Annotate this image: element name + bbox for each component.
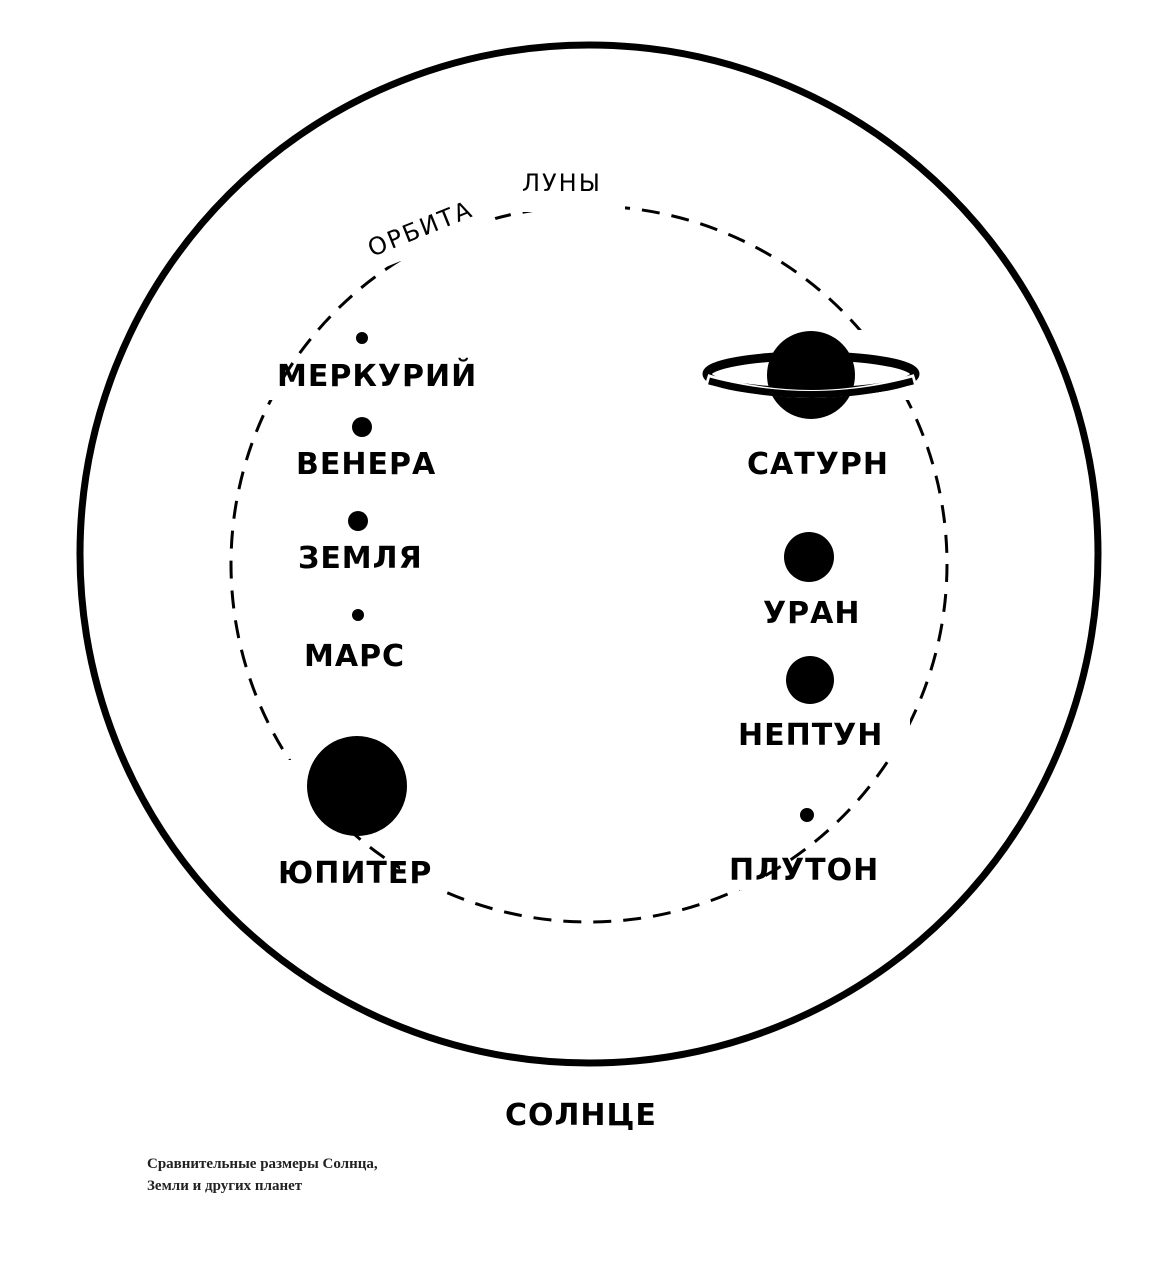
orbit-gap-luny [505, 190, 625, 212]
uranus-label: УРАН [763, 596, 860, 631]
uranus-disc [784, 532, 834, 582]
venus-label: ВЕНЕРА [296, 447, 436, 482]
mercury-label: МЕРКУРИЙ [277, 358, 477, 394]
orbit-gap-neptune [880, 700, 910, 760]
pluto-label: ПЛУТОН [729, 853, 879, 888]
earth-disc [348, 511, 368, 531]
mars-label: МАРС [304, 639, 405, 674]
venus-disc [352, 417, 372, 437]
orbit-gap-orbita [358, 166, 497, 270]
orbit-gap-jupiter-label [400, 848, 442, 893]
jupiter-disc [307, 736, 407, 836]
mars-disc [352, 609, 364, 621]
pluto-disc [800, 808, 814, 822]
neptune-label: НЕПТУН [738, 718, 883, 753]
saturn-label: САТУРН [747, 447, 889, 482]
neptune-disc [786, 656, 834, 704]
caption-line-1: Сравнительные размеры Солнца, [147, 1156, 378, 1172]
figure-caption: Сравнительные размеры Солнца, Земли и др… [147, 1153, 378, 1197]
caption-line-2: Земли и других планет [147, 1178, 303, 1194]
saturn-disc [702, 331, 920, 419]
sun-label: СОЛНЦЕ [505, 1098, 657, 1133]
jupiter-label: ЮПИТЕР [278, 856, 432, 891]
orbit-label-luny: ЛУНЫ [522, 169, 602, 197]
orbit-gap-pluto [700, 840, 760, 890]
sun-outline [76, 41, 1102, 1067]
earth-label: ЗЕМЛЯ [298, 541, 423, 576]
orbit-gap-mercury [255, 350, 285, 400]
mercury-disc [356, 332, 368, 344]
